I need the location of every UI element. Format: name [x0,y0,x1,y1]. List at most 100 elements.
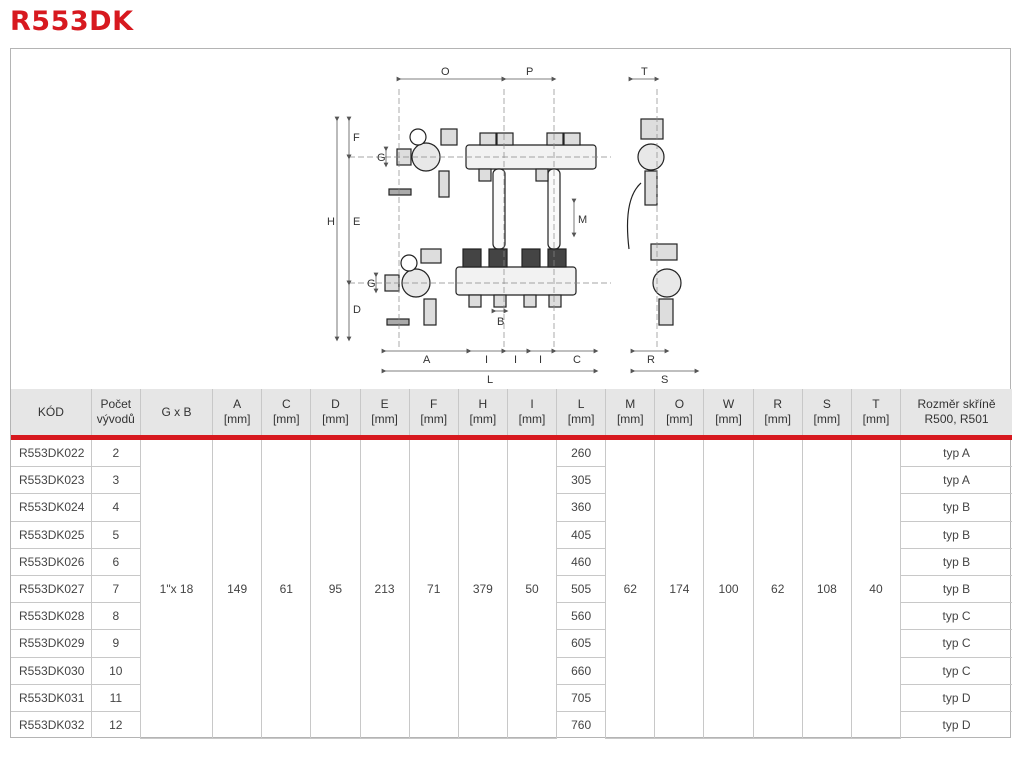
dimension-labels: O P T F G H E M D G B A I I I C L R S [327,66,668,386]
column-header-unit: [mm] [616,412,644,426]
front-view [384,128,597,326]
column-header-unit: [mm] [764,412,792,426]
column-header-unit: [mm] [518,412,546,426]
cell-cabinet-size: typ B [900,521,1012,549]
column-header-unit: [mm] [567,412,595,426]
column-header-label: KÓD [37,404,64,419]
column-header-unit: [mm] [715,412,742,426]
column-header-label: O [674,397,685,411]
cell-o: 174 [654,437,705,739]
column-header-label: W [722,397,735,411]
column-header-unit: [mm] [371,412,398,426]
dim-b: B [497,316,504,328]
dimension-lines [334,76,700,374]
column-header-label: M [625,397,636,411]
cell-outlet-count: 8 [91,602,141,631]
dim-t: T [641,66,648,78]
cell-cabinet-size: typ A [900,466,1012,495]
cell-code: R553DK024 [11,493,92,522]
dim-g2: G [367,278,376,290]
column-header-label: L [577,397,585,411]
column-header-label: R [773,397,783,411]
column-header: L[mm] [556,389,607,440]
cell-a: 149 [212,437,263,739]
dim-f: F [353,132,360,144]
cell-gxb: 1"x 18 [140,437,214,739]
cell-outlet-count: 5 [91,521,141,549]
cell-l: 460 [556,548,607,576]
page-title: R553DK [10,6,134,37]
column-header-label: D [331,397,340,411]
column-header-unit: [mm] [272,412,300,426]
cell-code: R553DK029 [11,629,92,658]
column-header-unit: [mm] [862,412,890,426]
cell-i: 50 [507,437,558,739]
column-header-unit: [mm] [420,412,448,426]
cell-outlet-count: 12 [91,711,141,739]
side-view [626,118,682,326]
cell-code: R553DK028 [11,602,92,631]
column-header-label: H [478,397,488,411]
cell-l: 560 [556,602,607,631]
cell-code: R553DK025 [11,521,92,549]
cell-c: 61 [261,437,312,739]
dim-i3: I [539,354,542,366]
column-header-label: Rozměr skříně [917,397,996,411]
column-header-unit: vývodů [96,412,135,426]
cell-t: 40 [851,437,902,739]
column-header: E[mm] [360,389,410,440]
cell-outlet-count: 7 [91,575,141,604]
cell-h: 379 [458,437,508,739]
column-header: T[mm] [851,389,902,440]
column-header: A[mm] [212,389,263,440]
column-header-unit: [mm] [469,412,497,426]
column-header-label: C [281,397,291,411]
dim-e: E [353,216,360,228]
cell-l: 660 [556,657,607,685]
cell-cabinet-size: typ B [900,548,1012,576]
column-header-label: F [430,397,438,411]
column-header: W[mm] [703,389,754,440]
cell-s: 108 [802,437,852,739]
dim-a: A [423,354,431,366]
cell-cabinet-size: typ B [900,575,1012,604]
cell-code: R553DK027 [11,575,92,604]
cell-l: 705 [556,684,607,712]
cell-l: 505 [556,575,607,604]
dim-r: R [647,354,655,366]
cell-code: R553DK030 [11,657,92,685]
column-header: C[mm] [261,389,312,440]
column-header-label: A [233,397,242,411]
cell-l: 305 [556,466,607,495]
cell-l: 605 [556,629,607,658]
cell-outlet-count: 4 [91,493,141,522]
cell-outlet-count: 2 [91,437,141,468]
cell-e: 213 [360,437,410,739]
cell-code: R553DK026 [11,548,92,576]
technical-drawing: O P T F G H E M D G B A I I I C L R S [327,66,700,386]
column-header-unit: [mm] [322,412,349,426]
column-header: G x B [140,389,214,440]
column-header-label: T [872,397,880,411]
column-header-label: Počet [100,397,132,411]
column-header: F[mm] [409,389,459,440]
dim-i2: I [514,354,517,366]
dim-s: S [661,374,668,386]
cell-r: 62 [753,437,803,739]
cell-cabinet-size: typ C [900,602,1012,631]
cell-cabinet-size: typ C [900,629,1012,658]
cell-outlet-count: 6 [91,548,141,576]
cell-outlet-count: 9 [91,629,141,658]
cell-l: 360 [556,493,607,522]
dim-g: G [377,152,386,164]
